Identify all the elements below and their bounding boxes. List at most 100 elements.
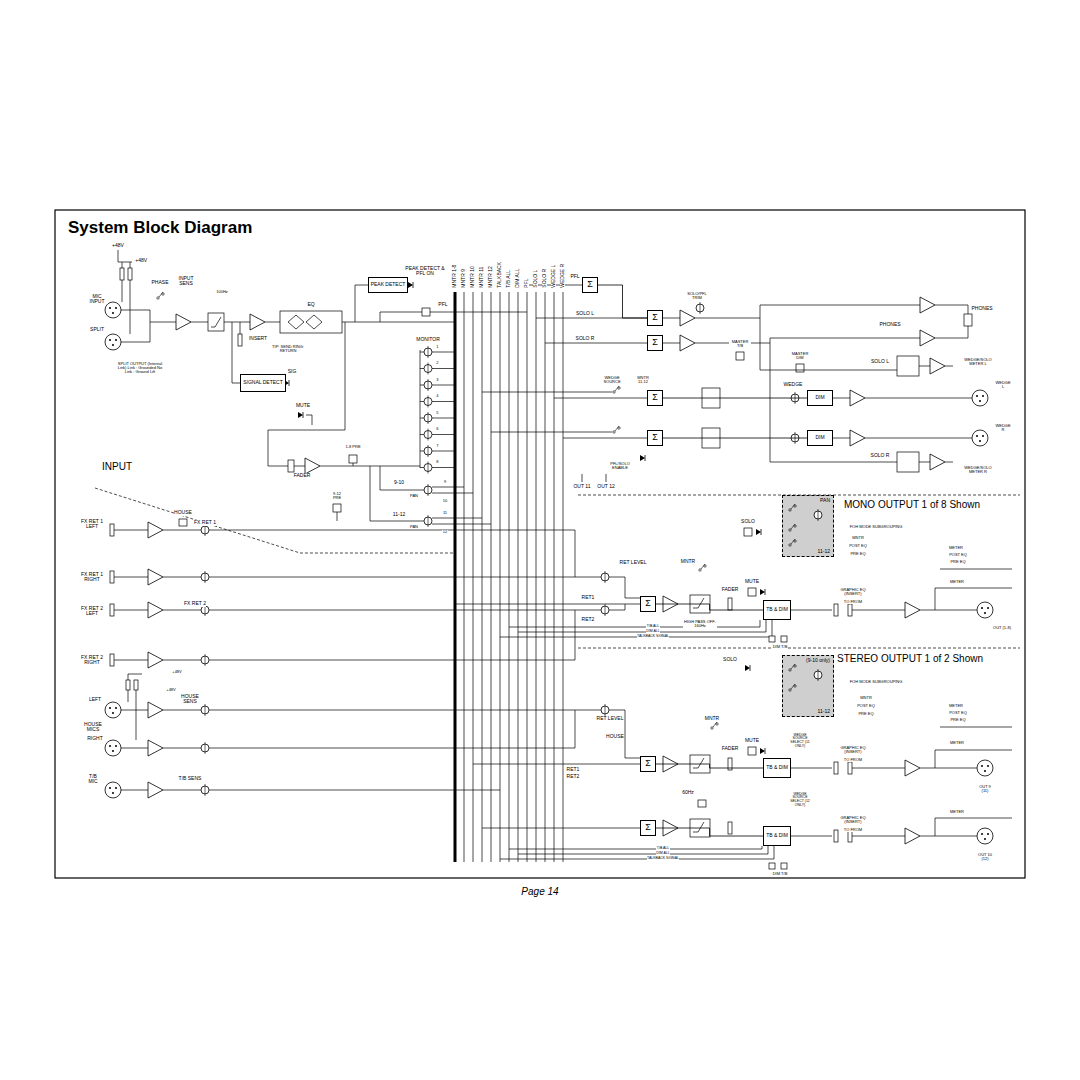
return-wiring-part [575, 530, 576, 748]
signal-label: PAN [410, 494, 419, 498]
signal-label: POST EQ [949, 553, 967, 557]
input-wiring-part [422, 308, 430, 316]
bus-name: PFL [524, 278, 529, 288]
input-wiring-part [288, 315, 322, 329]
stereo-output-symbols-part [789, 684, 796, 691]
signal-wire [656, 764, 763, 768]
signal-label: 1-8 PRE [345, 445, 362, 449]
bus-name: WEDGE R [560, 264, 565, 288]
input-symbols-part [408, 282, 413, 288]
monitor-wiring-part [796, 364, 804, 372]
return-symbols-part [105, 740, 121, 756]
input-wiring-part [128, 268, 132, 280]
signal-label: GRAPHIC EQ (INSERT) [833, 816, 874, 824]
signal-label: SOLO/PFL TRIM [684, 292, 711, 300]
block-box: TB & DIM [763, 826, 791, 846]
signal-label: 9-12 PRE [329, 492, 346, 500]
return-symbols-part [110, 604, 114, 616]
block-text: Σ [652, 338, 658, 347]
mono-output-wiring [455, 528, 1012, 642]
mono-output-symbols-part [601, 571, 609, 583]
bus-name: MNTR 10 [470, 266, 475, 288]
monitor-wiring-part [582, 474, 606, 482]
stereo-output-wiring-part [693, 822, 704, 832]
return-wiring-part [126, 680, 130, 690]
monitor-wiring-part [760, 318, 897, 462]
signal-label: TO FROM [844, 758, 863, 762]
monitor-symbols-part [680, 335, 695, 351]
signal-label: METER [949, 704, 964, 708]
return-wiring-part [114, 577, 600, 578]
bus-name: DIM ALL [515, 268, 520, 288]
signal-label: PFL [570, 274, 580, 279]
signal-label: 5 [436, 411, 439, 415]
block-box: DIM [807, 390, 833, 406]
bus-name: MNTR 11 [479, 266, 484, 288]
subgroup-panel: PAN11-12 [782, 495, 834, 557]
signal-label: PRE EQ [950, 560, 966, 564]
input-symbols-part [250, 314, 265, 330]
signal-label: SOLO R [870, 453, 890, 458]
return-symbols-part [110, 654, 114, 666]
signal-label: MNTR [704, 716, 719, 721]
mono-output-wiring-part [790, 610, 977, 611]
stereo-output-wiring-part [790, 768, 977, 769]
signal-label: POST EQ [849, 544, 867, 548]
monitor-symbols-part [850, 430, 865, 446]
signal-label: HOUSE SENS [179, 694, 202, 705]
stereo-output-symbols-part [814, 669, 822, 681]
monitor-symbols-part [680, 310, 695, 326]
monitor-symbols-part [930, 358, 945, 374]
mono-output-wiring-part [748, 588, 756, 596]
input-wiring-part [306, 415, 312, 425]
return-symbols-part [105, 782, 121, 798]
signal-label: FX RET 2 [184, 601, 206, 606]
signal-label: SPLIT [90, 327, 105, 332]
monitor-wiring-part [964, 314, 972, 326]
shading-part [782, 655, 834, 717]
signal-label: HOUSE [606, 734, 624, 739]
input-wiring-part [320, 350, 420, 468]
return-symbols-part [148, 602, 163, 618]
signal-label: 8 [436, 460, 439, 464]
signal-label: EQ [307, 302, 315, 307]
bus-name: MNTR 9 [461, 269, 466, 288]
mono-output-symbols-part [834, 604, 838, 616]
stereo-output-wiring-part [500, 846, 774, 859]
signal-label: OUT 12 [597, 484, 615, 489]
monitor-symbols [613, 297, 988, 470]
signal-label: DIM T/B [772, 872, 787, 876]
block-text: PEAK DETECT [371, 282, 406, 287]
input-wiring-part [370, 466, 491, 524]
signal-label: PHONES [971, 306, 993, 311]
monitor-wiring-part [663, 338, 920, 343]
signal-label: 2 [436, 361, 439, 365]
monitor-symbols-part [850, 390, 865, 406]
signal-label: FX RET 1 [194, 520, 216, 525]
mono-output-symbols-part [905, 602, 920, 618]
input-symbols-part [424, 429, 432, 441]
frame-part [55, 210, 1025, 878]
input-symbols-part [424, 363, 432, 375]
monitor-symbols-part [930, 454, 945, 470]
block-text: Σ [652, 313, 658, 322]
return-wiring-part [121, 790, 500, 791]
signal-label: MIC INPUT [86, 294, 109, 305]
mono-output-wiring-part [575, 604, 625, 610]
return-symbols-part [110, 524, 114, 536]
diagram-title: System Block Diagram [68, 218, 252, 238]
block-text: Σ [652, 393, 658, 402]
signal-label: 9 [444, 480, 447, 484]
mono-output-wiring-part [693, 598, 704, 608]
stereo-output-symbols-part [745, 665, 750, 671]
signal-label: PHONES [879, 322, 901, 327]
signal-label: MNTR 11-12 [635, 376, 652, 384]
input-symbols-part [238, 334, 242, 346]
signal-label: SOLO [723, 657, 738, 662]
input-wiring-part [211, 317, 221, 327]
mono-output-symbols-part [848, 604, 852, 616]
signal-label: WEDGE SOURCE SELECT (12 ONLY) [788, 793, 813, 808]
frame [55, 210, 1025, 878]
signal-label: RET2 [566, 774, 579, 779]
signal-label: WEDGE R [994, 424, 1013, 432]
